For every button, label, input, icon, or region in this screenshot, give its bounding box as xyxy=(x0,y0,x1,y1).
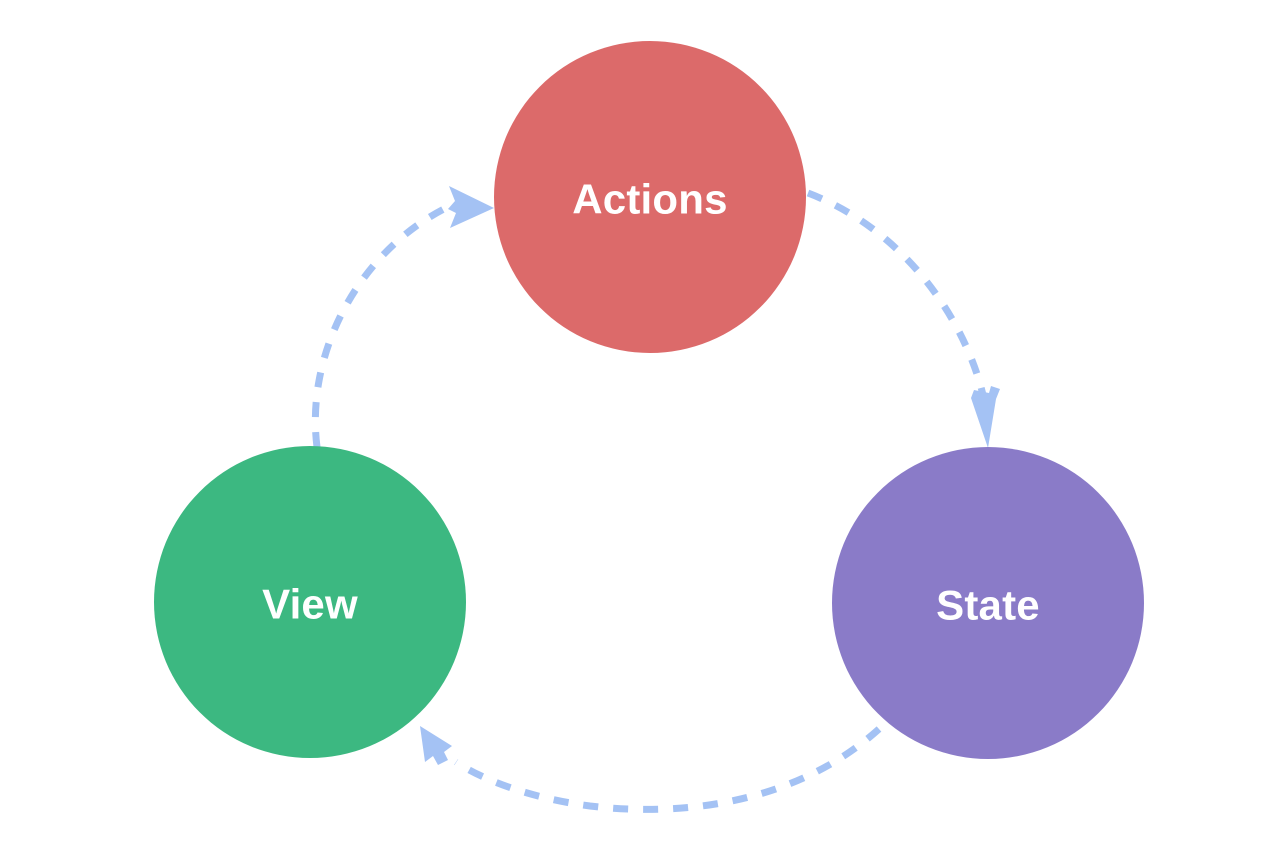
edge-state-to-view xyxy=(420,726,882,813)
edge-view-to-actions-path xyxy=(311,201,454,448)
node-actions-circle[interactable] xyxy=(494,41,806,353)
edge-state-to-view-arrowhead xyxy=(420,726,452,765)
node-state-circle[interactable] xyxy=(832,447,1144,759)
node-actions[interactable]: Actions xyxy=(494,41,806,353)
node-view-label: View xyxy=(262,581,358,628)
node-state[interactable]: State xyxy=(832,447,1144,759)
edge-actions-to-state-path xyxy=(806,189,987,396)
edge-state-to-view-path xyxy=(454,726,882,813)
edge-actions-to-state-arrowhead xyxy=(971,386,1000,448)
edge-view-to-actions xyxy=(311,186,494,448)
node-group: Actions State View xyxy=(154,41,1144,759)
edge-view-to-actions-arrowhead xyxy=(448,186,494,228)
edge-group xyxy=(311,186,1000,813)
node-actions-label: Actions xyxy=(572,176,727,223)
node-view-circle[interactable] xyxy=(154,446,466,758)
edge-actions-to-state xyxy=(806,189,1000,448)
node-view[interactable]: View xyxy=(154,446,466,758)
node-state-label: State xyxy=(936,582,1040,629)
